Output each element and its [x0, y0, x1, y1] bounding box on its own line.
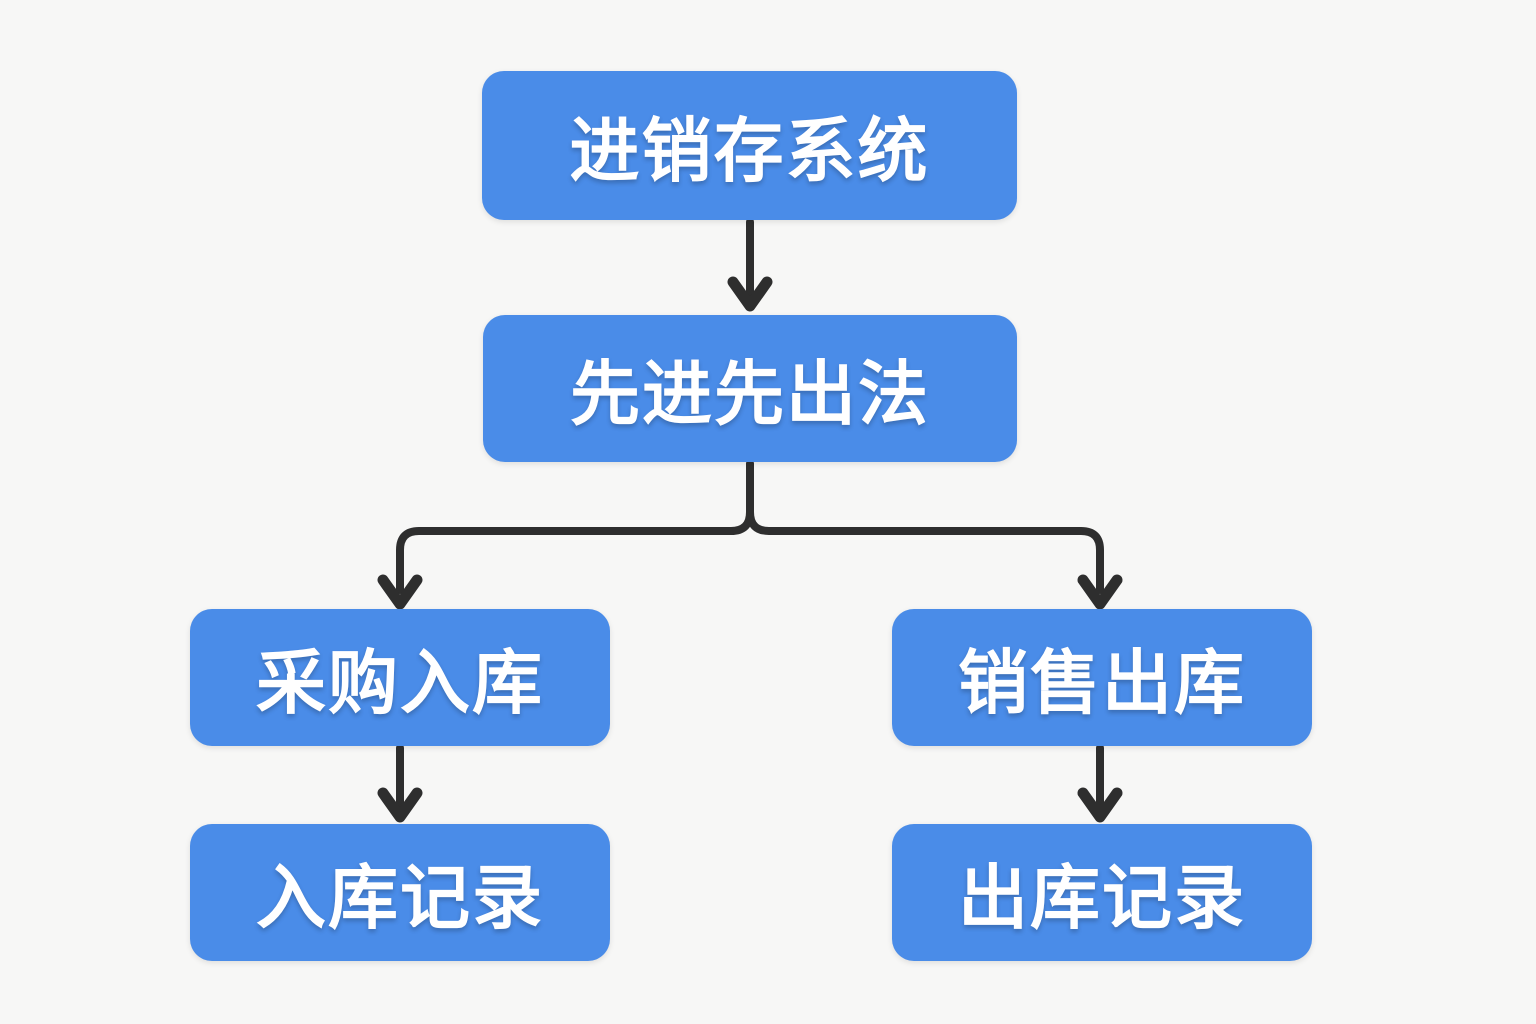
- node-label: 销售出库: [958, 644, 1246, 722]
- node-purchase-inbound: 采购入库: [190, 609, 610, 746]
- arrowhead-down-icon: [377, 787, 423, 823]
- edge-line: [746, 460, 1104, 594]
- node-fifo-method: 先进先出法: [483, 315, 1017, 462]
- edge-purchase-in-to-inbound-record: [377, 744, 423, 823]
- node-inbound-record: 入库记录: [190, 824, 610, 961]
- arrowhead-down-icon: [1077, 574, 1123, 610]
- edge-sales-out-to-outbound-record: [1077, 744, 1123, 823]
- edge-system-to-fifo: [727, 218, 773, 312]
- node-outbound-record: 出库记录: [892, 824, 1312, 961]
- node-sales-outbound: 销售出库: [892, 609, 1312, 746]
- arrowhead-down-icon: [727, 276, 773, 312]
- node-label: 采购入库: [256, 644, 544, 722]
- node-label: 入库记录: [256, 859, 544, 937]
- edge-fifo-to-sales-out: [746, 460, 1123, 610]
- node-label: 出库记录: [958, 859, 1246, 937]
- node-label: 先进先出法: [570, 355, 930, 433]
- node-inventory-system: 进销存系统: [482, 71, 1017, 220]
- node-label: 进销存系统: [569, 112, 930, 190]
- arrowhead-down-icon: [1077, 787, 1123, 823]
- edge-fifo-to-purchase-in: [377, 460, 754, 610]
- arrowhead-down-icon: [377, 574, 423, 610]
- edge-line: [396, 460, 754, 594]
